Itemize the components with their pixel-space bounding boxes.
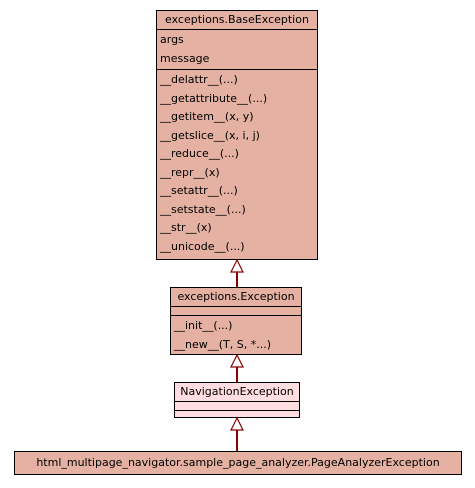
method: __repr__(x) — [160, 165, 220, 179]
method: __reduce__(...) — [160, 147, 239, 160]
class-name: html_multipage_navigator.sample_page_ana… — [36, 456, 440, 469]
method: __getattribute__(...) — [160, 91, 268, 105]
attribute: args — [160, 33, 184, 46]
class-name: exceptions.BaseException — [157, 11, 317, 30]
class-name: NavigationException — [175, 383, 299, 402]
method: __init__(...) — [174, 319, 233, 332]
arrowhead-icon — [230, 258, 244, 273]
arrowhead-icon — [230, 353, 244, 368]
method: __getslice__(x, i, j) — [160, 128, 260, 142]
class-page-analyzer-exception[interactable]: html_multipage_navigator.sample_page_ana… — [14, 451, 462, 475]
methods-section: __delattr__(...) __getattribute__(...) _… — [157, 70, 317, 257]
attributes-section — [175, 402, 299, 411]
attributes-section: args message — [157, 30, 317, 70]
method: __getitem__(x, y) — [160, 110, 254, 123]
class-navigation-exception[interactable]: NavigationException — [174, 382, 300, 418]
method: __setattr__(...) — [160, 184, 238, 197]
arrowhead-icon — [230, 416, 244, 431]
method: __str__(x) — [160, 221, 212, 234]
attribute: message — [160, 51, 210, 65]
class-base-exception[interactable]: exceptions.BaseException args message __… — [156, 10, 318, 260]
methods-section: __init__(...) __new__(T, S, *...) — [171, 316, 301, 355]
method: __setstate__(...) — [160, 202, 246, 216]
class-exception[interactable]: exceptions.Exception __init__(...) __new… — [170, 287, 302, 355]
edge-navigation-to-exception — [230, 353, 244, 382]
attributes-section — [171, 307, 301, 316]
method: __unicode__(...) — [160, 239, 245, 253]
method: __new__(T, S, *...) — [174, 337, 271, 351]
edge-analyzer-to-navigation — [230, 416, 244, 451]
edge-exception-to-base — [230, 258, 244, 287]
method: __delattr__(...) — [160, 73, 238, 86]
class-name: exceptions.Exception — [171, 288, 301, 307]
